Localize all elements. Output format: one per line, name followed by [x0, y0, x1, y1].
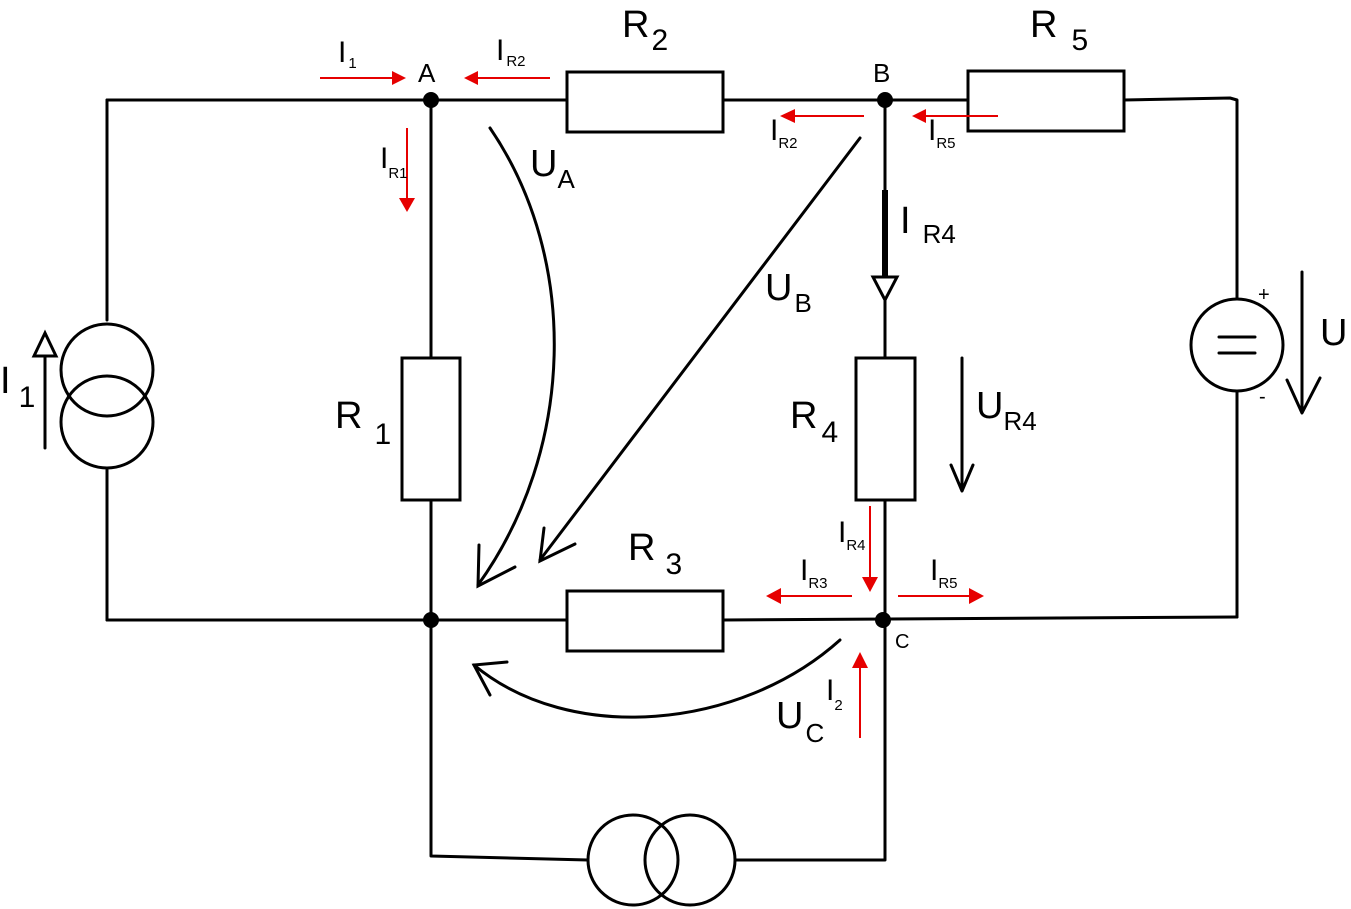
ir1-label: IR1 — [380, 142, 408, 182]
node-b-label: B — [873, 58, 890, 88]
voltage-uc-arrow — [471, 638, 842, 719]
voltage-u-arrow — [1285, 270, 1322, 415]
ir5-c-label: IR5 — [930, 554, 958, 592]
current-arrow-ir3 — [766, 588, 852, 604]
current-arrow-ir5-b — [912, 109, 998, 123]
current-arrow-ir1 — [399, 128, 415, 212]
ur4-label: UR4 — [976, 385, 1037, 436]
source-u-label: U — [1320, 312, 1347, 354]
wire-bottom-loop-left — [429, 618, 590, 862]
node-a-dot — [423, 92, 439, 108]
node-b-dot — [877, 92, 893, 108]
wire-top-right — [1122, 96, 1239, 302]
ub-label: UB — [765, 267, 812, 318]
ua-label: UA — [530, 143, 575, 194]
source-u-plus: + — [1258, 284, 1270, 306]
current-arrow-i2 — [852, 652, 868, 738]
current-arrow-i1 — [320, 71, 406, 85]
resistor-r1 — [400, 356, 462, 502]
i2-label: I2 — [826, 674, 843, 714]
voltage-ua-arrow — [476, 126, 556, 589]
wire-bottom-loop-right — [733, 618, 887, 862]
resistor-r2 — [565, 70, 725, 134]
resistor-r5 — [966, 69, 1126, 133]
ir3-label: IR3 — [800, 554, 828, 592]
current-arrow-ir5-c — [898, 588, 984, 604]
source-i1-arrow — [31, 329, 59, 450]
wire-bottom-right — [721, 615, 1239, 622]
current-arrow-ir2-b — [780, 109, 864, 123]
r2-label: R2 — [622, 4, 668, 57]
ir5-b-label: IR5 — [928, 114, 956, 152]
node-c-label: C — [895, 631, 909, 653]
resistor-r4 — [854, 356, 917, 502]
ir2-b-label: IR2 — [770, 114, 798, 152]
resistor-r3 — [565, 589, 725, 653]
current-arrow-ir2-a — [464, 71, 550, 85]
node-bottom-dot — [423, 612, 439, 628]
node-a-label: A — [418, 58, 436, 88]
voltage-ur4-arrow — [949, 356, 975, 493]
current-source-i1 — [59, 322, 155, 470]
current-arrow-ir4 — [862, 506, 878, 592]
current-source-i2 — [586, 813, 737, 907]
wires — [105, 96, 1239, 862]
ir4-main-arrow — [870, 190, 900, 304]
node-c-dot — [875, 612, 891, 628]
uc-label: UC — [776, 695, 824, 748]
ir4-c-label: IR4 — [838, 516, 866, 554]
voltage-ub-arrow — [538, 136, 862, 564]
voltage-source-u — [1189, 297, 1285, 393]
source-u-minus: - — [1259, 386, 1266, 408]
